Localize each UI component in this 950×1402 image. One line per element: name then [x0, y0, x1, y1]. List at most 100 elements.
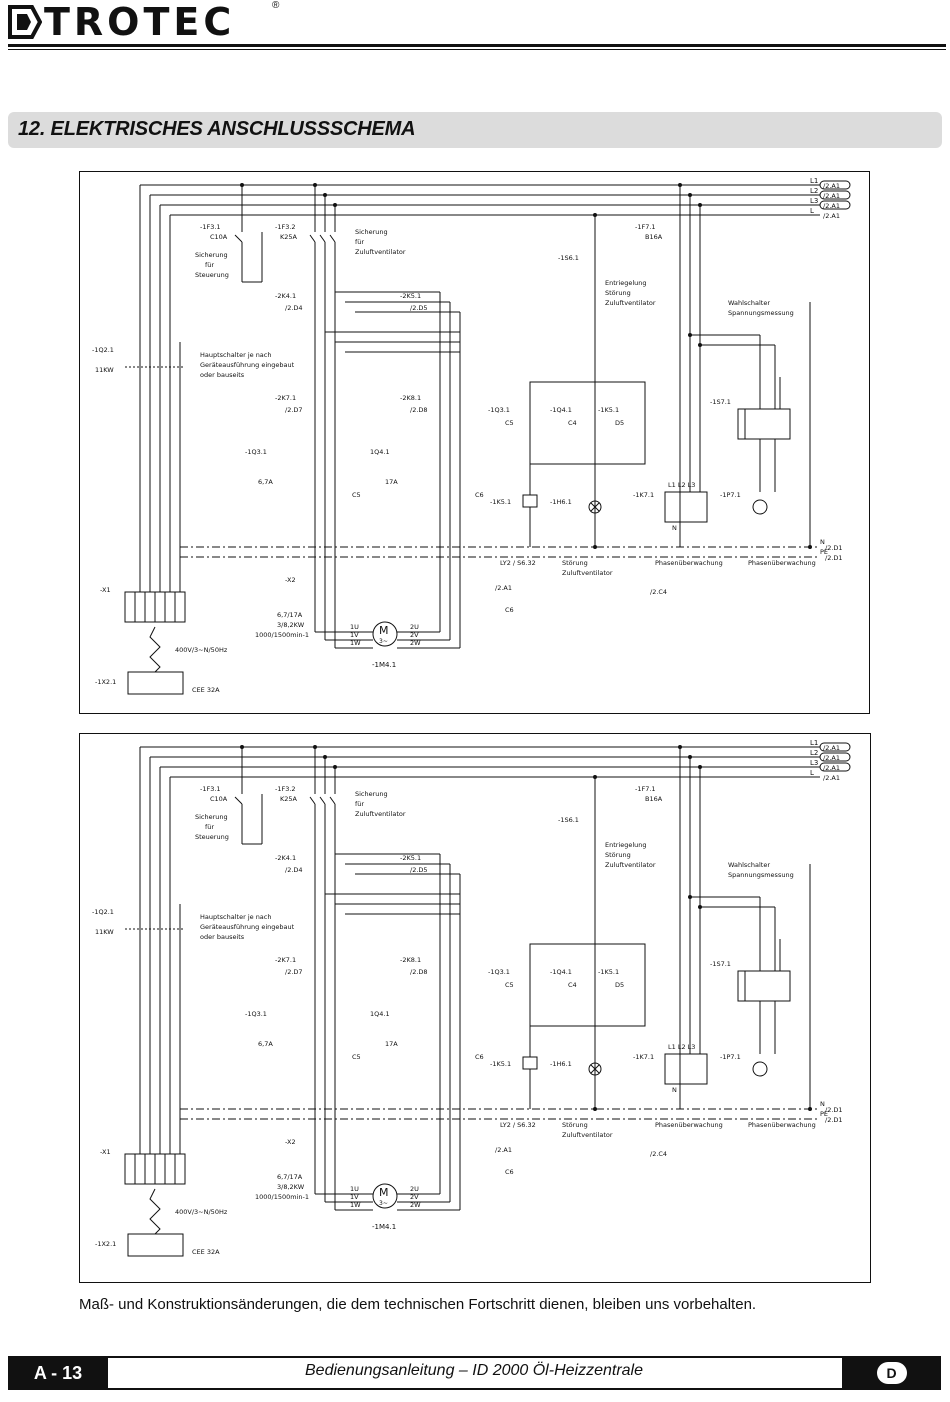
- f32-desc: Zuluftventilator: [355, 810, 406, 818]
- n-label: N: [820, 1100, 825, 1108]
- x21-label: -1X2.1: [95, 678, 116, 686]
- f71-rating: B16A: [645, 233, 663, 241]
- n-ref: /2.D1: [825, 1106, 843, 1114]
- k71b-n: N: [672, 1086, 677, 1094]
- s61-desc: Störung: [605, 851, 631, 859]
- k71b-terms: L1 L2 L3: [668, 481, 695, 489]
- q21-label: -1Q2.1: [92, 908, 114, 916]
- ctrl-q41: -1Q4.1: [550, 406, 572, 414]
- motor-spec: 6,7/17A: [277, 1173, 303, 1181]
- f32-desc: für: [355, 800, 364, 808]
- trotec-logo-icon: [8, 5, 42, 39]
- q21-desc: Hauptschalter je nach: [200, 913, 272, 921]
- ref-label: /2.C4: [650, 1150, 667, 1158]
- phase-label: Phasenüberwachung: [748, 1121, 816, 1129]
- header-rule-thin: [8, 49, 946, 50]
- s71-desc: Wahlschalter: [728, 861, 770, 869]
- motor-term: 1V: [350, 1193, 359, 1201]
- f31-desc: Sicherung: [195, 251, 228, 259]
- k71-label: -2K7.1: [275, 956, 296, 964]
- pe-label: PE: [820, 548, 828, 556]
- k41-label: -2K4.1: [275, 854, 296, 862]
- ctrl-q41-c: C4: [568, 419, 577, 427]
- phase-label: Phasenüberwachung: [655, 1121, 723, 1129]
- language-badge: D: [842, 1356, 941, 1390]
- k81-label: -2K8.1: [400, 956, 421, 964]
- rail-label: L: [810, 207, 814, 215]
- motor-spec: 1000/1500min-1: [255, 1193, 309, 1201]
- motor-spec: 6,7/17A: [277, 611, 303, 619]
- f31-rating: C10A: [210, 795, 228, 803]
- supply-rails: [139, 746, 820, 1154]
- f71-rating: B16A: [645, 795, 663, 803]
- pe-ref: /2.D1: [825, 1116, 843, 1124]
- registered-mark: ®: [272, 0, 280, 11]
- ctrl-q41-c: C4: [568, 981, 577, 989]
- ly2-label: LY2 / S6.32: [500, 559, 536, 567]
- motor-term: 1V: [350, 631, 359, 639]
- k71-label: -2K7.1: [275, 394, 296, 402]
- s71-label: -1S7.1: [710, 398, 731, 406]
- q21-rating: 11KW: [95, 928, 114, 936]
- f32-rating: K25A: [280, 795, 298, 803]
- k71b-label: -1K7.1: [633, 1053, 654, 1061]
- rail-ref: /2.A1: [823, 182, 840, 190]
- phase-label: Phasenüberwachung: [655, 559, 723, 567]
- k51-ref: /2.D5: [410, 866, 428, 874]
- ly2-label: LY2 / S6.32: [500, 1121, 536, 1129]
- k71-ref: /2.D7: [285, 968, 303, 976]
- phase-label: Phasenüberwachung: [748, 559, 816, 567]
- motor-term: 2V: [410, 631, 419, 639]
- s61-desc: Störung: [605, 289, 631, 297]
- footer-bar: [8, 1356, 941, 1390]
- ctrl-q31: -1Q3.1: [488, 968, 510, 976]
- k81-ref: /2.D8: [410, 406, 428, 414]
- f31-label: -1F3.1: [200, 785, 221, 793]
- f32-desc: Zuluftventilator: [355, 248, 406, 256]
- motor-symbol: 3~: [379, 1200, 388, 1207]
- ref-label: /2.C4: [650, 588, 667, 596]
- n-ref: /2.D1: [825, 544, 843, 552]
- rail-refs: /2.A1 /2.A1 /2.A1 /2.A1: [819, 180, 851, 220]
- s61-desc: Entriegelung: [605, 279, 647, 287]
- k51coil-label: -1K5.1: [490, 1060, 511, 1068]
- x1-label: -X1: [100, 1148, 111, 1156]
- f32-rating: K25A: [280, 233, 298, 241]
- q41-rating: 17A: [385, 478, 398, 486]
- header-rule: [8, 44, 946, 47]
- rail-labels: L1 L2 L3 L: [810, 739, 818, 777]
- k81-label: -2K8.1: [400, 394, 421, 402]
- x21-plug: CEE 32A: [192, 1248, 220, 1256]
- motor-spec: 1000/1500min-1: [255, 631, 309, 639]
- x21-label: -1X2.1: [95, 1240, 116, 1248]
- ctrl-k51-c: D5: [615, 981, 624, 989]
- f32-label: -1F3.2: [275, 223, 296, 231]
- k51-label: -2K5.1: [400, 854, 421, 862]
- s61-desc: Zuluftventilator: [605, 861, 656, 869]
- q41-contact: C6: [475, 1053, 484, 1061]
- q41-label: 1Q4.1: [370, 448, 390, 456]
- f31-desc: Steuerung: [195, 833, 229, 841]
- q21-label: -1Q2.1: [92, 346, 114, 354]
- ref-label: C6: [505, 1168, 514, 1176]
- k51coil-label: -1K5.1: [490, 498, 511, 506]
- wiring-schematic-bottom: L1 L2 L3 L /2.A1 /2.A1 /2.A1 /2.A1: [79, 733, 871, 1283]
- ctrl-q31: -1Q3.1: [488, 406, 510, 414]
- s71-desc: Spannungsmessung: [728, 871, 794, 879]
- ctrl-k51-c: D5: [615, 419, 624, 427]
- f31-desc: Sicherung: [195, 813, 228, 821]
- s71-desc: Spannungsmessung: [728, 309, 794, 317]
- pe-label: PE: [820, 1110, 828, 1118]
- motor-term: 2U: [410, 623, 419, 631]
- motor-term: 2U: [410, 1185, 419, 1193]
- section-title: 12. ELEKTRISCHES ANSCHLUSSSCHEMA: [18, 118, 416, 140]
- motor-symbol: 3~: [379, 638, 388, 645]
- stoerung-label: Zuluftventilator: [562, 1131, 613, 1139]
- rail-ref: /2.A1: [823, 202, 840, 210]
- s61-label: -1S6.1: [558, 816, 579, 824]
- ref-label: /2.A1: [495, 584, 512, 592]
- q21-desc: Geräteausführung eingebaut: [200, 923, 295, 931]
- motor-term: 2W: [410, 639, 421, 647]
- f31-desc: Steuerung: [195, 271, 229, 279]
- stoerung-label: Störung: [562, 559, 588, 567]
